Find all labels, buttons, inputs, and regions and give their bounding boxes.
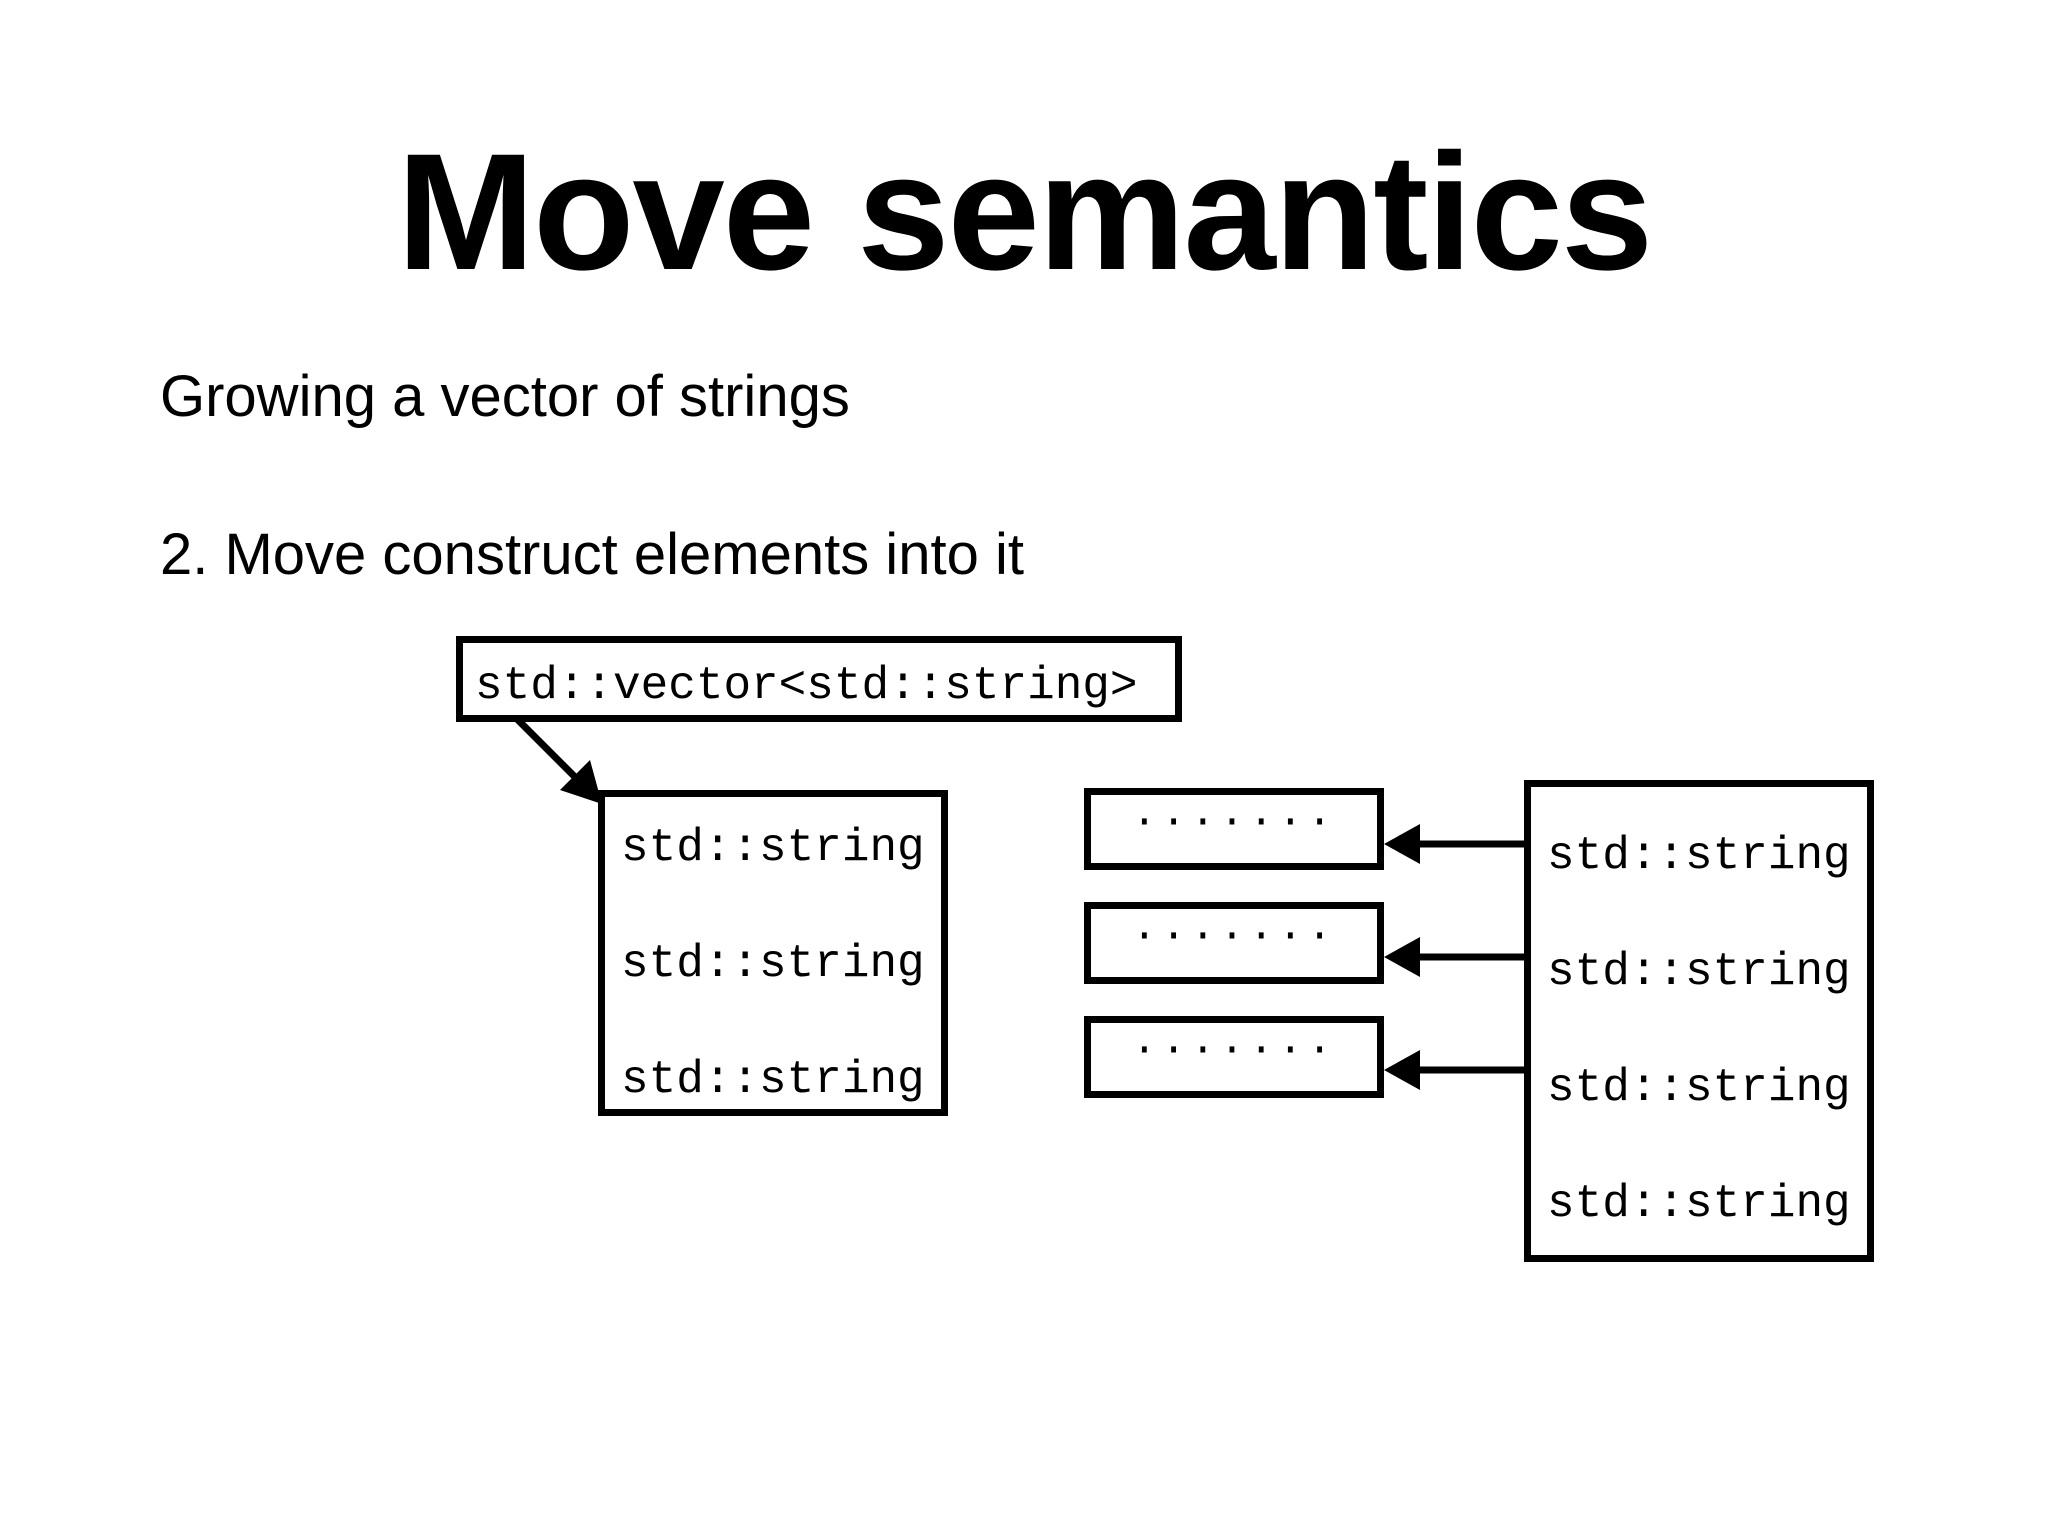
moved-from-placeholder: ······· [1131,1026,1337,1074]
vector-pointer-arrowhead [560,760,602,804]
move-arrowhead-3 [1384,1050,1420,1090]
slide-step-text: 2. Move construct elements into it [160,522,1024,587]
vector-label: std::vector<std::string> [475,660,1138,712]
moved-from-string-1: ······· [1084,788,1384,870]
old-buffer-item: std::string [1547,1062,1851,1114]
slide-subtitle: Growing a vector of strings [160,364,850,429]
old-buffer-item: std::string [1547,830,1851,882]
old-buffer: std::string std::string std::string std:… [1524,780,1874,1262]
old-buffer-item: std::string [1547,946,1851,998]
new-buffer-item: std::string [621,938,925,990]
new-buffer: std::string std::string std::string [598,790,948,1116]
moved-from-placeholder: ······· [1131,798,1337,846]
moved-from-string-2: ······· [1084,902,1384,984]
move-arrowhead-1 [1384,824,1420,864]
old-buffer-item: std::string [1547,1178,1851,1230]
new-buffer-item: std::string [621,1054,925,1106]
vector-box: std::vector<std::string> [456,636,1182,722]
moved-from-string-3: ······· [1084,1016,1384,1098]
new-buffer-item: std::string [621,822,925,874]
slide-title: Move semantics [396,120,1653,305]
move-arrowhead-2 [1384,937,1420,977]
moved-from-placeholder: ······· [1131,912,1337,960]
vector-pointer-arrow [513,715,579,781]
